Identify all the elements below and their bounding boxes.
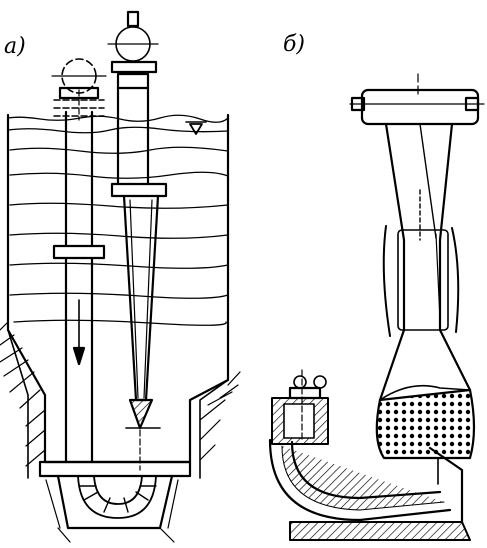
panel-label-a: а) <box>4 34 26 59</box>
left-pipe <box>52 89 106 464</box>
water-level-marker <box>189 123 203 135</box>
left-valve <box>51 58 107 117</box>
base-flange <box>289 446 471 541</box>
elbow-pipe <box>268 369 452 522</box>
panel-label-b: б) <box>283 32 306 57</box>
bottom-collector <box>38 460 192 543</box>
conical-body <box>378 122 472 402</box>
tank-wall-hatching <box>0 321 241 467</box>
right-valve <box>107 10 159 90</box>
perforated-bowl <box>375 384 476 460</box>
panel-b-drawing <box>268 73 485 541</box>
right-ejector <box>110 86 168 471</box>
panel-a-drawing <box>0 10 241 543</box>
top-housing <box>349 73 485 126</box>
